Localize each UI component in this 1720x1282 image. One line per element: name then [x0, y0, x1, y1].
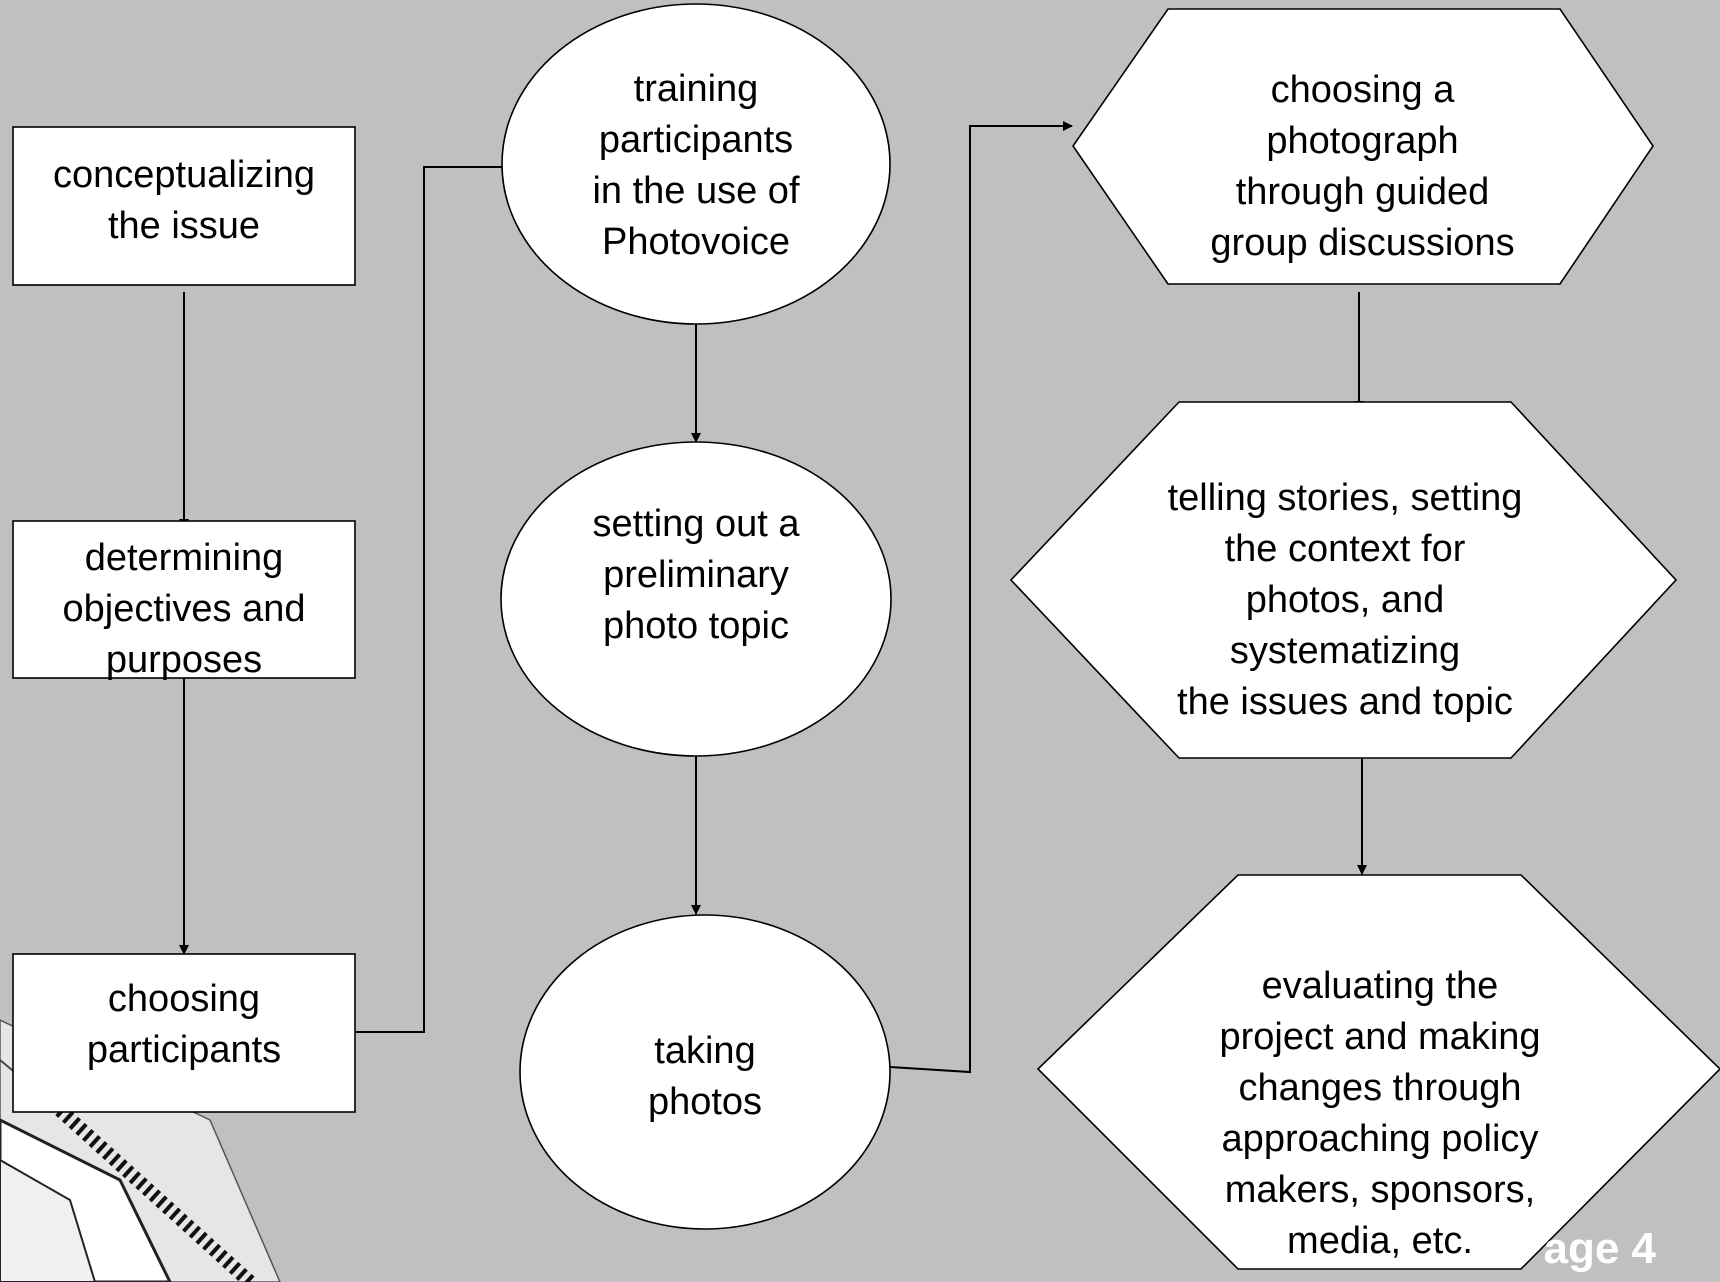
page-number: Page 4: [1514, 1224, 1656, 1273]
node-shape-n4: [501, 3, 891, 325]
node-shape-n9: [1036, 874, 1720, 1270]
node-shape-n3: [12, 953, 356, 1113]
node-shape-n6: [519, 914, 891, 1230]
node-shape-n8: [1009, 401, 1678, 759]
connector-n3-n4: [356, 162, 527, 1033]
node-shape-n7: [1072, 8, 1654, 285]
node-shape-n2: [12, 520, 356, 679]
node-shape-n1: [12, 126, 356, 286]
node-shape-n5: [500, 441, 892, 757]
connector-n6-n7: [889, 121, 1073, 1074]
